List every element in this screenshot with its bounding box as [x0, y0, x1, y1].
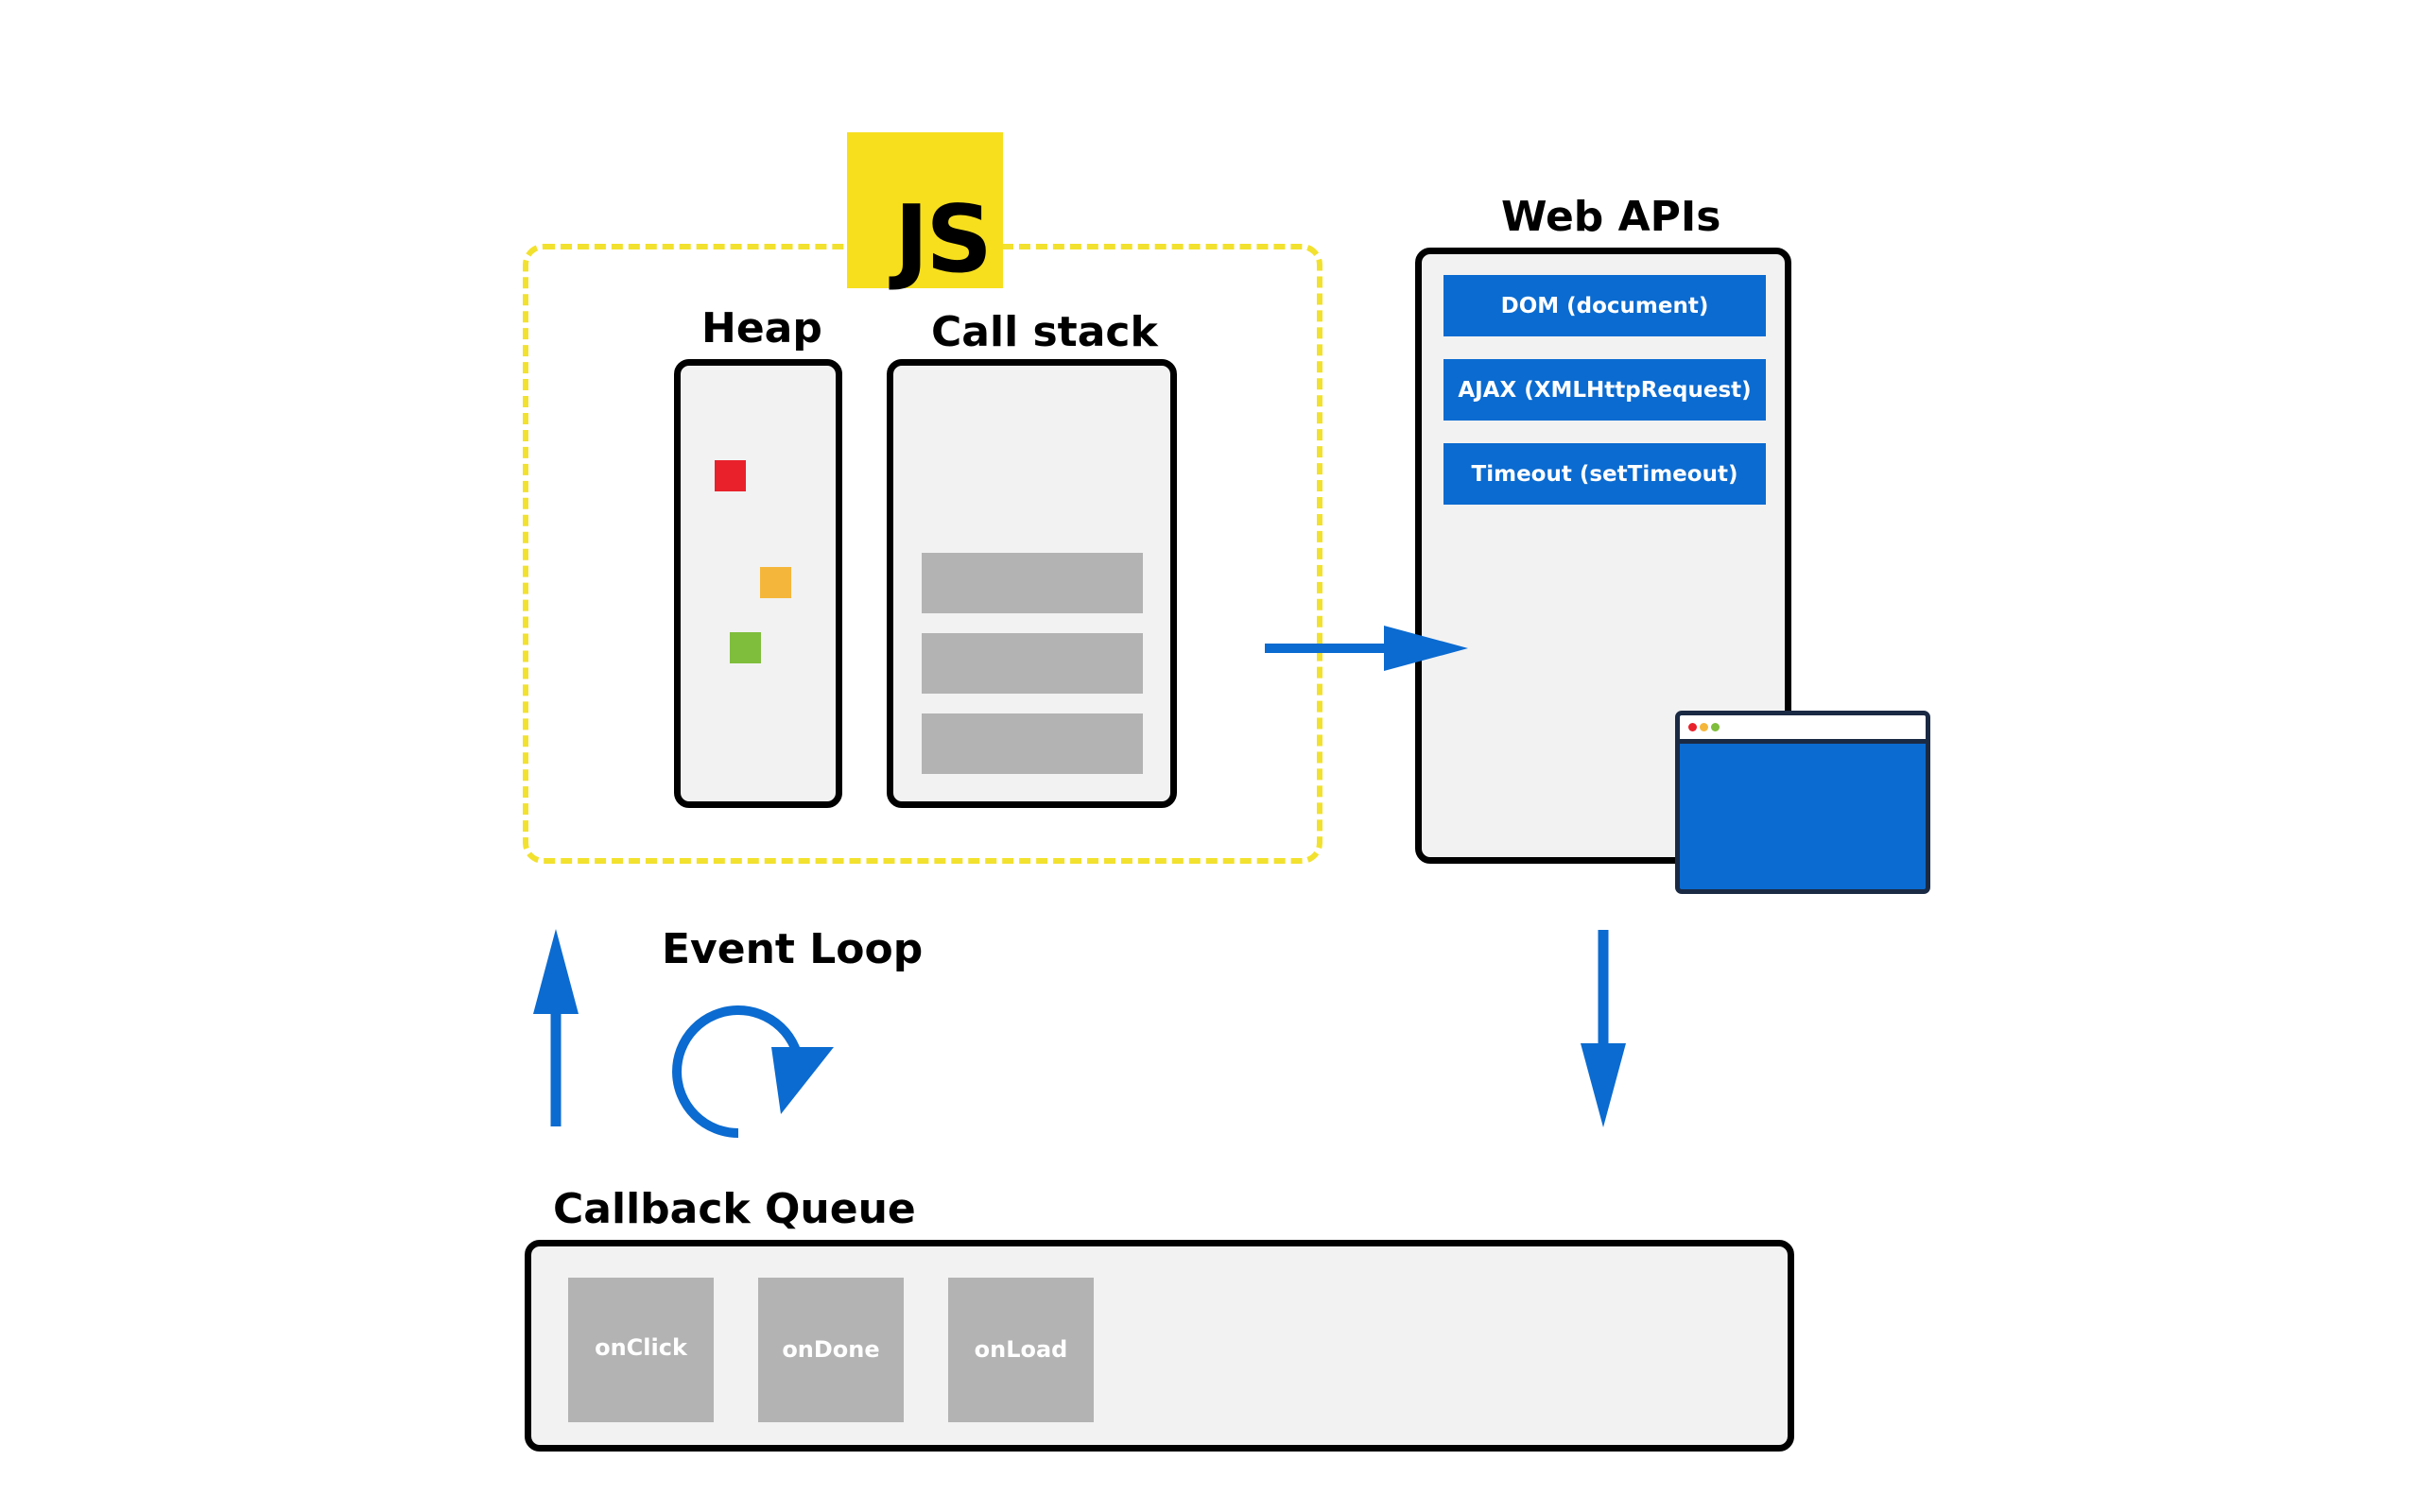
browser-dot-red — [1688, 723, 1697, 731]
web-apis-title: Web APIs — [1501, 193, 1721, 241]
web-api-ajax: AJAX (XMLHttpRequest) — [1443, 359, 1766, 421]
heap-object-red — [715, 460, 746, 491]
callback-item-onclick: onClick — [568, 1278, 714, 1422]
arrow-to-call-stack — [533, 929, 579, 1126]
event-loop-label: Event Loop — [662, 925, 924, 973]
browser-window-icon — [1675, 711, 1930, 894]
stack-frame — [922, 713, 1143, 774]
js-logo: JS — [847, 132, 1003, 288]
callback-queue-panel — [525, 1240, 1794, 1452]
web-api-dom: DOM (document) — [1443, 275, 1766, 336]
browser-title-bar — [1680, 715, 1926, 744]
browser-dot-green — [1711, 723, 1720, 731]
js-logo-text: JS — [893, 186, 993, 294]
circular-arrow-icon — [672, 1005, 834, 1138]
browser-dot-yellow — [1700, 723, 1708, 731]
callback-item-onload: onLoad — [948, 1278, 1094, 1422]
arrow-to-callback-queue — [1581, 930, 1626, 1127]
callback-queue-label: Callback Queue — [553, 1185, 916, 1233]
heap-object-green — [730, 632, 761, 663]
callback-item-ondone: onDone — [758, 1278, 904, 1422]
stack-frame — [922, 633, 1143, 694]
heap-object-orange — [760, 567, 791, 598]
call-stack-label: Call stack — [931, 308, 1158, 356]
web-api-timeout: Timeout (setTimeout) — [1443, 443, 1766, 505]
heap-label: Heap — [701, 304, 822, 352]
heap-panel — [674, 359, 842, 808]
stack-frame — [922, 553, 1143, 613]
